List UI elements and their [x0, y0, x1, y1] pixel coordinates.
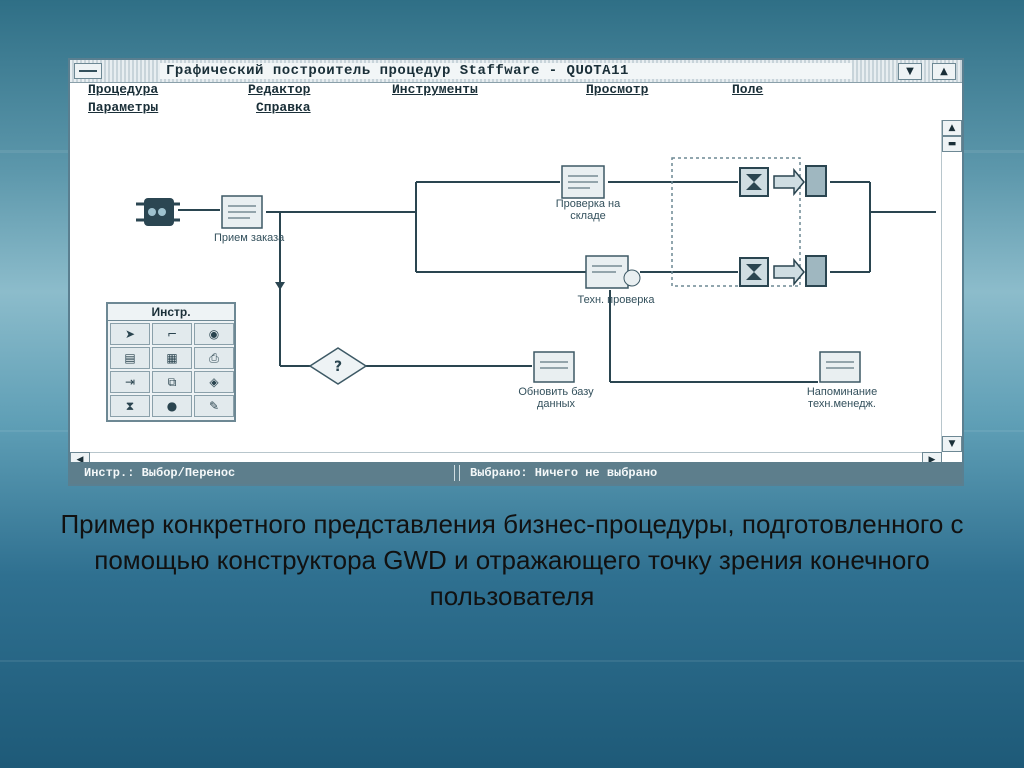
- pointer-tool-icon[interactable]: ➤: [110, 323, 150, 345]
- step-tool-icon[interactable]: ▤: [110, 347, 150, 369]
- document-icon: [585, 255, 641, 289]
- node-label-tech-check: Техн. проверка: [577, 294, 655, 306]
- menu-help[interactable]: Справка: [256, 100, 311, 115]
- subprocedure-tool-icon[interactable]: ⧉: [152, 371, 192, 393]
- wait-icon: [739, 167, 769, 197]
- connector-tool-icon[interactable]: ⌐: [152, 323, 192, 345]
- palette-title: Инстр.: [108, 304, 234, 321]
- application-window: Графический построитель процедур Staffwa…: [68, 58, 964, 486]
- wait-icon: [739, 257, 769, 287]
- event-icon: [773, 255, 827, 287]
- window-title: Графический построитель процедур Staffwa…: [160, 63, 852, 79]
- status-selection: Выбрано: Ничего не выбрано: [470, 466, 658, 480]
- document-icon: [221, 195, 263, 229]
- form-tool-icon[interactable]: ▦: [152, 347, 192, 369]
- node-label-warehouse: Проверка на складе: [555, 198, 621, 222]
- dotted-group-frame: [671, 157, 801, 287]
- start-icon: [136, 198, 180, 226]
- status-divider: [454, 465, 460, 481]
- diagram-canvas[interactable]: ? Прием заказа Проверка на складе Техн.: [70, 120, 942, 452]
- status-bar: Инстр.: Выбор/Перенос Выбрано: Ничего не…: [70, 462, 962, 484]
- status-tool: Инстр.: Выбор/Перенос: [84, 466, 236, 480]
- document-icon: [533, 351, 575, 383]
- menu-field[interactable]: Поле: [732, 82, 764, 97]
- node-label-update-db: Обновить базу данных: [518, 386, 594, 410]
- scroll-down-button[interactable]: ▼: [942, 436, 962, 452]
- menu-tools[interactable]: Инструменты: [392, 82, 478, 97]
- decision-icon: ?: [308, 347, 368, 385]
- node-label-reminder: Напоминание техн.менедж.: [806, 386, 878, 410]
- note-tool-icon[interactable]: ✎: [194, 395, 234, 417]
- scroll-up-button[interactable]: ▲: [942, 120, 962, 136]
- menu-view[interactable]: Просмотр: [586, 82, 649, 97]
- document-icon: [561, 165, 605, 199]
- procedure-diagram: ?: [136, 157, 936, 385]
- menu-procedure[interactable]: Процедура: [88, 82, 159, 97]
- start-tool-icon[interactable]: ◉: [194, 323, 234, 345]
- event-tool-icon[interactable]: ⇥: [110, 371, 150, 393]
- title-bar[interactable]: Графический построитель процедур Staffwa…: [70, 60, 962, 83]
- arrow-head: [275, 282, 285, 290]
- stop-tool-icon[interactable]: ●: [152, 395, 192, 417]
- document-icon: [819, 351, 861, 383]
- menu-bar: Процедура Редактор Инструменты Просмотр …: [70, 82, 962, 120]
- slide-caption: Пример конкретного представления бизнес-…: [60, 509, 964, 611]
- menu-parameters[interactable]: Параметры: [88, 100, 159, 115]
- background-streak: [0, 660, 1024, 662]
- maximize-button[interactable]: ▲: [932, 63, 956, 80]
- event-icon: [773, 165, 827, 197]
- system-menu-button[interactable]: [74, 63, 102, 79]
- svg-text:?: ?: [334, 359, 342, 375]
- minimize-button[interactable]: ▼: [898, 63, 922, 80]
- menu-editor[interactable]: Редактор: [248, 82, 311, 97]
- node-label-order: Прием заказа: [214, 232, 285, 244]
- script-tool-icon[interactable]: ⎙: [194, 347, 234, 369]
- wait-tool-icon[interactable]: ⧗: [110, 395, 150, 417]
- scroll-thumb[interactable]: ▬: [942, 136, 962, 152]
- tool-palette: Инстр. ➤ ⌐ ◉ ▤ ▦ ⎙ ⇥ ⧉ ◈ ⧗ ● ✎: [106, 302, 236, 422]
- condition-tool-icon[interactable]: ◈: [194, 371, 234, 393]
- vertical-scrollbar[interactable]: ▲ ▬ ▼: [941, 120, 962, 452]
